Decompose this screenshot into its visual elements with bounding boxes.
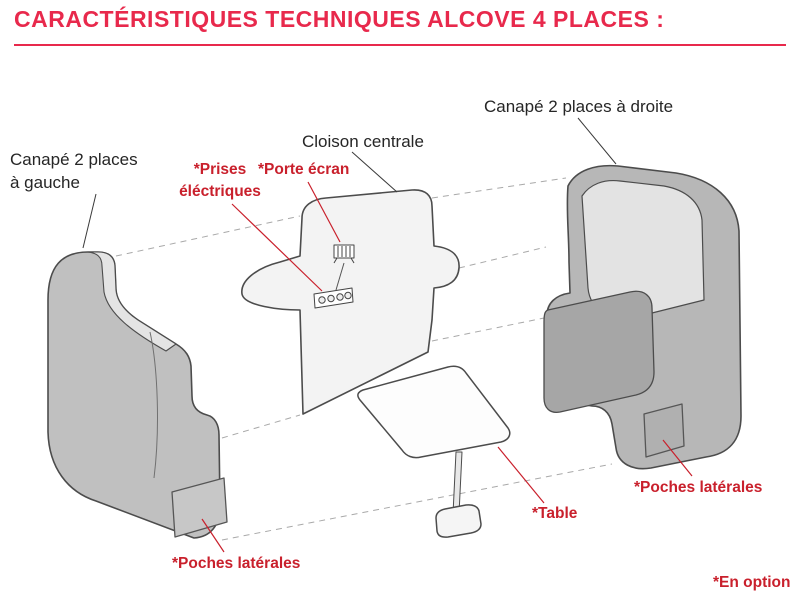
table-top <box>357 365 511 459</box>
label-screen-holder: *Porte écran <box>258 161 350 178</box>
table-pedestal <box>452 451 463 515</box>
right-sofa-illustration <box>543 164 742 470</box>
table-base <box>435 504 482 538</box>
label-sofa-left: Canapé 2 places à gauche <box>10 150 138 192</box>
label-side-pockets-right: *Poches latérales <box>634 479 763 496</box>
partition-illustration <box>241 189 460 415</box>
left-sofa-seam <box>149 331 158 479</box>
screen-holder-icon <box>333 244 355 264</box>
left-sofa-inner-rim <box>87 251 177 352</box>
power-strip-icon <box>313 287 354 309</box>
guide-lines <box>115 177 613 541</box>
left-pocket-shape <box>171 477 228 538</box>
left-sofa-illustration <box>47 251 228 539</box>
page-title: CARACTÉRISTIQUES TECHNIQUES ALCOVE 4 PLA… <box>14 6 665 32</box>
table-illustration <box>357 365 511 538</box>
label-option-note: *En option <box>713 574 791 591</box>
label-partition: Cloison centrale <box>302 132 424 151</box>
leader-lines <box>82 117 693 553</box>
label-sofa-right: Canapé 2 places à droite <box>484 97 674 116</box>
right-sofa-seat <box>543 290 655 414</box>
right-pocket-shape <box>643 403 685 458</box>
title-underline <box>14 44 786 46</box>
label-outlets: *Prises éléctriques <box>179 161 261 200</box>
label-side-pockets-left: *Poches latérales <box>172 555 301 572</box>
label-table: *Table <box>532 505 578 522</box>
